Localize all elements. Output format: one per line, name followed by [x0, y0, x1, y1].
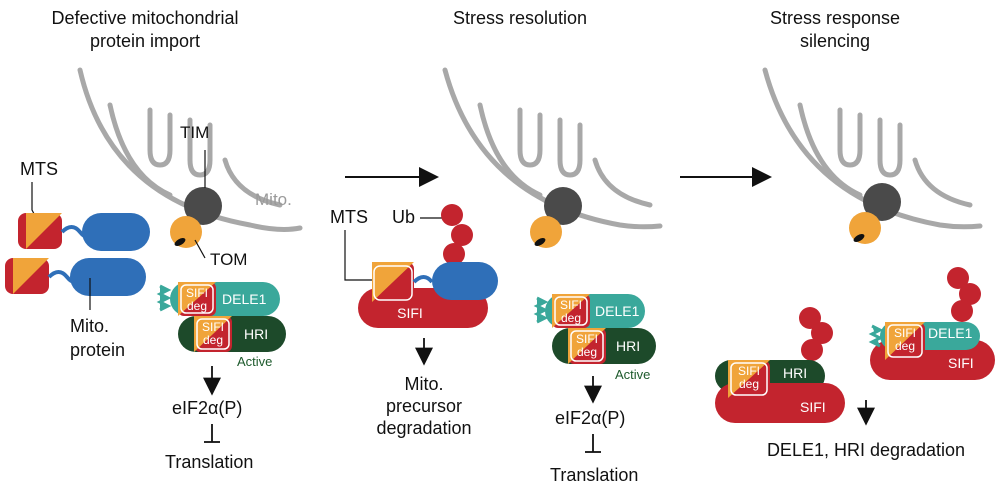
sifi-deg-label-deg: deg [203, 333, 223, 347]
tom-label: TOM [210, 250, 247, 269]
sifi-deg-label-sifi: SIFI [738, 364, 760, 378]
sifi-deg-label-sifi: SIFI [894, 326, 916, 340]
eif2a-label: eIF2α(P) [172, 398, 242, 418]
mito-protein-label-line2: protein [70, 340, 125, 360]
ubiquitin [799, 307, 821, 329]
ub-label: Ub [392, 207, 415, 227]
ubiquitin [811, 322, 833, 344]
ubiquitin [801, 339, 823, 361]
mito-protein-1 [18, 213, 150, 251]
dele1-label: DELE1 [595, 303, 640, 319]
sifi-deg-label-deg: deg [895, 339, 915, 353]
sifi-label: SIFI [800, 399, 826, 415]
hri-label: HRI [783, 365, 807, 381]
tim-label: TIM [180, 123, 209, 142]
sifi-label: SIFI [397, 305, 423, 321]
panel3-title-line1: Stress response [770, 8, 900, 28]
sifi-deg-label-deg: deg [577, 345, 597, 359]
mts-label: MTS [20, 159, 58, 179]
panel2-title: Stress resolution [453, 8, 587, 28]
sifi-deg-label-deg: deg [561, 311, 581, 325]
panel3-title-line2: silencing [800, 31, 870, 51]
dele1-complex: SIFI deg DELE1 [533, 294, 645, 328]
dele1-hri-degradation-label: DELE1, HRI degradation [767, 440, 965, 460]
tim-complex [184, 187, 222, 225]
mito-protein-label-line1: Mito. [70, 316, 109, 336]
ubiquitin [451, 224, 473, 246]
hri-complex: SIFI deg HRI [178, 316, 286, 352]
ubiquitin [441, 204, 463, 226]
ubiquitin [443, 243, 465, 265]
hri-complex: SIFI deg HRI [552, 328, 656, 364]
tim-complex [863, 183, 901, 221]
sifi-substrate-complex: SIFI [358, 262, 498, 328]
sifi-label: SIFI [948, 355, 974, 371]
mts-label: MTS [330, 207, 368, 227]
translation-label: Translation [550, 465, 638, 485]
precursor-line2: precursor [386, 396, 462, 416]
active-label: Active [615, 367, 650, 382]
mito-protein-2 [5, 258, 146, 296]
dele1-label: DELE1 [928, 325, 973, 341]
dele1-label: DELE1 [222, 291, 267, 307]
sifi-deg-label-sifi: SIFI [560, 298, 582, 312]
panel1-title-line2: protein import [90, 31, 200, 51]
panel-stress-silencing: Stress response silencing SIFI deg HRI S… [715, 8, 995, 460]
sifi-deg-label-sifi: SIFI [576, 332, 598, 346]
panel-defective-import: Defective mitochondrial protein import M… [5, 8, 303, 472]
hri-label: HRI [244, 326, 268, 342]
panel-stress-resolution: Stress resolution MTS Ub SIFI Mito. prec… [330, 8, 663, 485]
ubiquitin [959, 283, 981, 305]
panel1-title-line1: Defective mitochondrial [51, 8, 238, 28]
mito-label: Mito. [255, 190, 292, 209]
ubiquitin [951, 300, 973, 322]
eif2a-label: eIF2α(P) [555, 408, 625, 428]
active-label: Active [237, 354, 272, 369]
dele1-complex: SIFI deg DELE1 [156, 282, 280, 316]
ubiquitin [947, 267, 969, 289]
hri-sifi-complex: SIFI deg HRI SIFI [715, 360, 845, 423]
hri-label: HRI [616, 338, 640, 354]
sifi-deg-label-sifi: SIFI [202, 320, 224, 334]
sifi-deg-label-deg: deg [187, 299, 207, 313]
precursor-line1: Mito. [404, 374, 443, 394]
dele1-sifi-complex: SIFI deg DELE1 SIFI [868, 322, 995, 380]
sifi-deg-label-deg: deg [739, 377, 759, 391]
tim-complex [544, 187, 582, 225]
sifi-deg-label-sifi: SIFI [186, 286, 208, 300]
precursor-line3: degradation [376, 418, 471, 438]
translation-label: Translation [165, 452, 253, 472]
